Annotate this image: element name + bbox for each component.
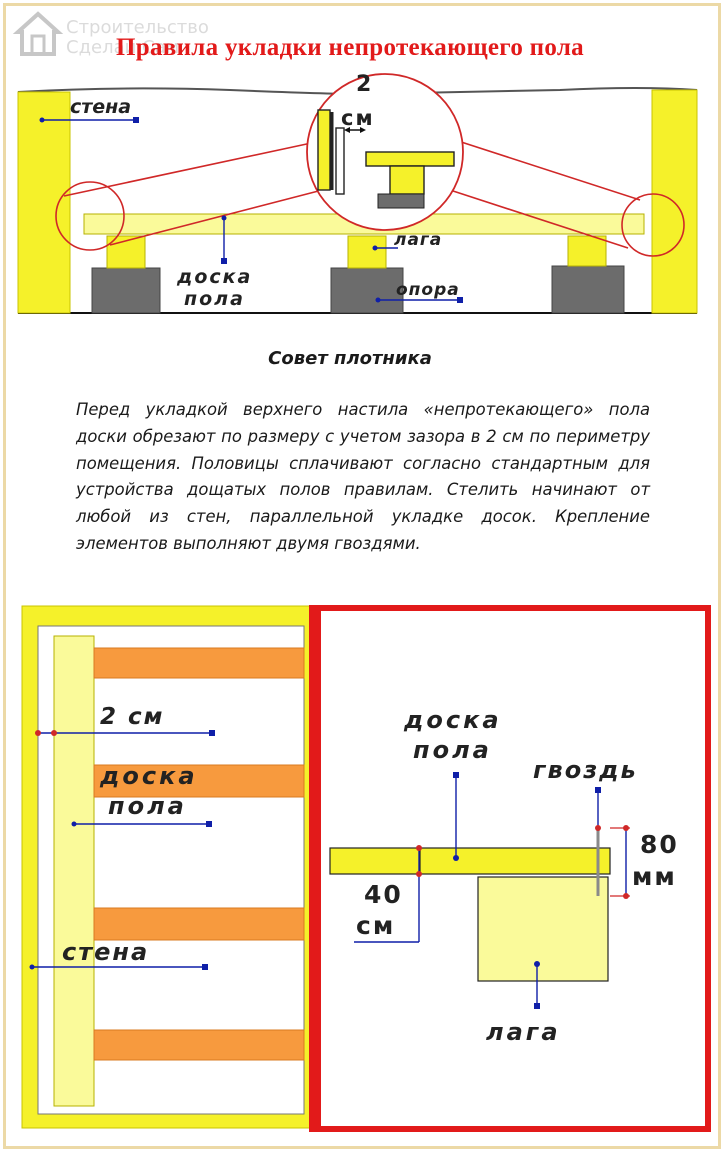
page-title: Правила укладки непротекающего пола <box>116 34 584 61</box>
page-frame <box>3 3 721 1149</box>
label-board-top-line1: доска <box>177 266 253 288</box>
board-right-part <box>419 847 611 875</box>
label-gap-unit-top: см <box>341 106 375 130</box>
label-board-bottom-left-line1: доска <box>100 762 198 790</box>
label-length-value: 40 <box>364 880 403 909</box>
joist-section <box>477 876 609 982</box>
support-right <box>551 265 625 314</box>
detail-circle-right <box>621 193 685 257</box>
label-nail: гвоздь <box>533 756 638 784</box>
house-logo-icon <box>12 11 64 56</box>
joist-right <box>567 235 607 267</box>
support-left <box>91 267 161 314</box>
advice-title: Совет плотника <box>268 348 432 369</box>
support-middle <box>330 267 404 314</box>
joist-middle <box>347 235 387 269</box>
detail-wall <box>317 109 331 191</box>
bottom-left-wall-strip <box>53 635 95 1107</box>
label-board-bottom-left-line2: пола <box>108 792 187 820</box>
board-left-part <box>329 847 421 875</box>
board-strip-3 <box>93 907 305 941</box>
board-strip-4 <box>93 1029 305 1061</box>
right-wall <box>651 89 698 314</box>
label-wall-bottom-left: стена <box>62 938 150 966</box>
watermark-text: Строительство Сделай Сам <box>66 17 209 58</box>
detail-joist <box>389 165 425 195</box>
label-gap-value-top: 2 <box>356 72 374 97</box>
label-board-bottom-right-line1: доска <box>404 706 502 734</box>
label-length-unit: см <box>356 911 396 940</box>
label-board-top-line2: пола <box>184 288 245 310</box>
detail-board <box>365 151 455 167</box>
label-gap-bottom: 2 см <box>100 704 165 730</box>
label-wall-top: стена <box>70 96 132 118</box>
advice-text: Перед укладкой верхнего настила «непроте… <box>76 400 650 553</box>
label-height-value: 80 <box>640 830 679 859</box>
watermark: Строительство Сделай Сам <box>10 8 220 60</box>
detail-support <box>377 193 425 209</box>
label-height-unit: мм <box>632 862 677 891</box>
label-joist-bottom-right: лага <box>486 1018 561 1046</box>
label-support-top: опора <box>396 280 460 300</box>
label-board-bottom-right-line2: пола <box>413 736 492 764</box>
detail-circle-left <box>55 181 125 251</box>
board-strip-1 <box>93 647 305 679</box>
left-wall <box>17 91 71 314</box>
board-strip-2 <box>93 764 305 798</box>
label-joist-top: лага <box>394 230 443 250</box>
